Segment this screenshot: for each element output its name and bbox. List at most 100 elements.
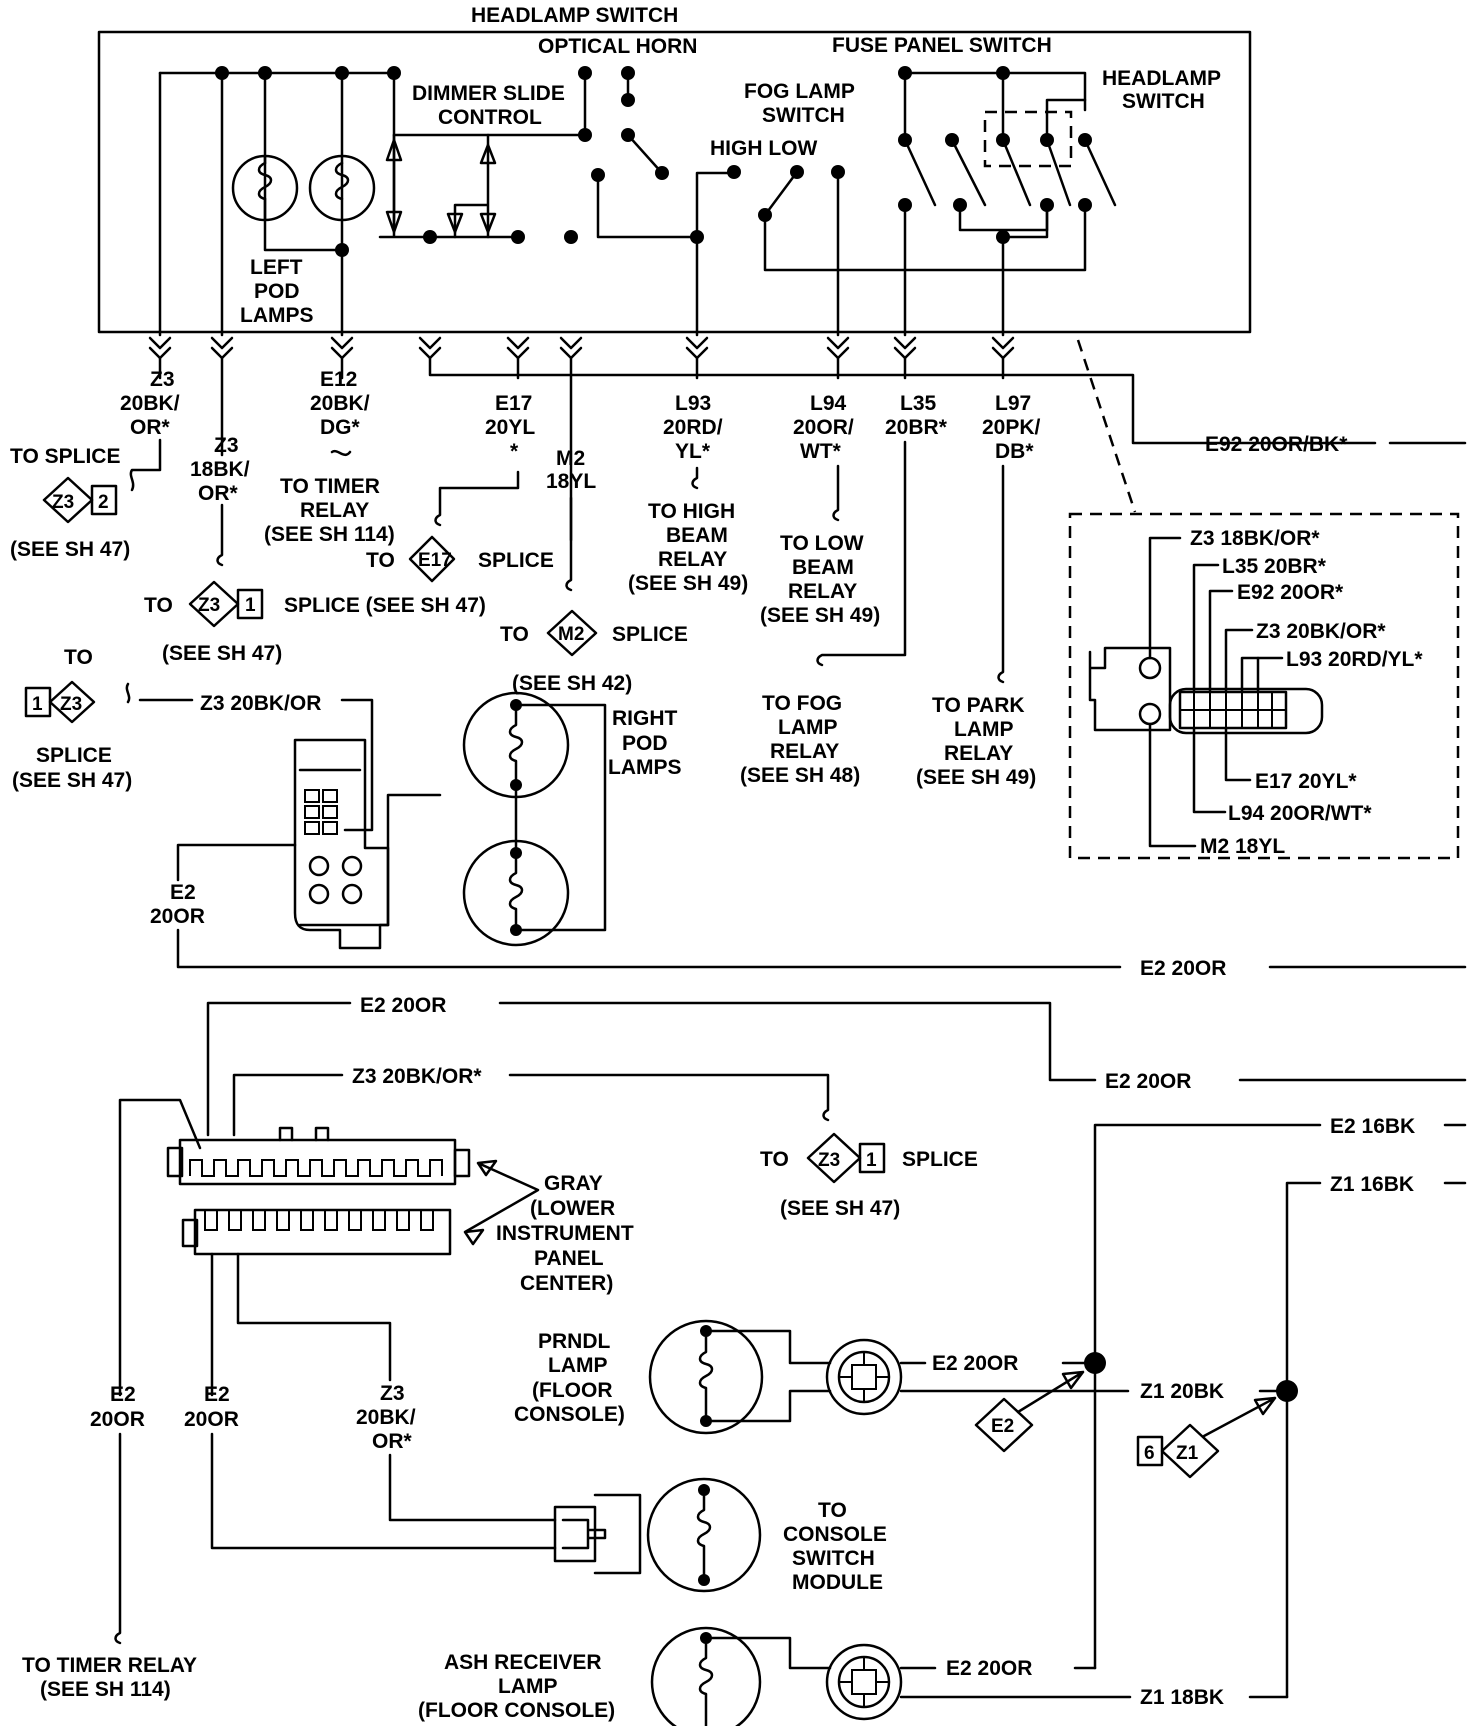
z1-ground-junction	[1276, 1380, 1298, 1402]
svg-text:1: 1	[866, 1150, 877, 1171]
wire-l93-2: 20RD/	[663, 416, 723, 439]
pin-e17: E17 20YL*	[1255, 770, 1357, 793]
wire-e17-1: E17	[495, 392, 532, 415]
to-park-lamp-2: LAMP	[954, 718, 1014, 741]
svg-text:Z3: Z3	[198, 595, 220, 616]
wire-z3-20bk-3: OR*	[130, 416, 171, 439]
wire-l93-1: L93	[675, 392, 711, 415]
right-pod-lamps-3: LAMPS	[608, 756, 682, 779]
to-z3-left-label: TO	[64, 646, 93, 669]
wire-m2-1: M2	[556, 447, 585, 470]
headlamp-switch-label-2: SWITCH	[1122, 90, 1205, 113]
to-m2-label: TO	[500, 623, 529, 646]
e2-20or-lower-b: E2 20OR	[1105, 1070, 1191, 1093]
high-low-label: HIGH LOW	[710, 137, 817, 160]
wire-l94-3: WT*	[800, 440, 842, 463]
svg-text:1: 1	[32, 694, 43, 715]
prndl-4: CONSOLE)	[514, 1403, 625, 1426]
left-pod-lamp-2	[308, 154, 376, 222]
svg-text:Z3: Z3	[60, 694, 82, 715]
pin-z3-18bk: Z3 18BK/OR*	[1190, 527, 1320, 550]
wire-z3-20bk-1: Z3	[150, 368, 175, 391]
splice-z3-2-symbol: Z3 2	[42, 476, 118, 524]
to-fog-lamp-2: LAMP	[778, 716, 838, 739]
pin-l93: L93 20RD/YL*	[1286, 648, 1423, 671]
wire-z3-20bk-2: 20BK/	[120, 392, 180, 415]
see-sh-47-a: (SEE SH 47)	[10, 538, 130, 561]
wire-z3-18bk-2: 18BK/	[190, 458, 250, 481]
prndl-2: LAMP	[548, 1354, 608, 1377]
e2-split-1: E2	[170, 881, 196, 904]
to-low-beam-1: TO LOW	[780, 532, 864, 555]
svg-text:M2: M2	[558, 624, 584, 645]
wire-exit-arrows	[148, 336, 1015, 360]
to-z3-lower-label: TO	[760, 1148, 789, 1171]
to-z3-1-label: TO	[144, 594, 173, 617]
wire-l93-3: YL*	[675, 440, 711, 463]
to-timer-relay-3: (SEE SH 114)	[264, 523, 395, 546]
z3-20bk-or-plain: Z3 20BK/OR	[200, 692, 321, 715]
z3-split-3: OR*	[372, 1430, 413, 1453]
to-console-1: TO	[818, 1499, 847, 1522]
wire-l94-1: L94	[810, 392, 847, 415]
z1-18bk: Z1 18BK	[1140, 1686, 1224, 1709]
e2-ground-junction	[1084, 1352, 1106, 1374]
e2-20or-lower-a: E2 20OR	[360, 994, 446, 1017]
to-e17-label: TO	[366, 549, 395, 572]
svg-text:2: 2	[98, 492, 109, 513]
svg-text:E2: E2	[991, 1416, 1014, 1437]
dimmer-slide-label-2: CONTROL	[438, 106, 542, 129]
gray-connector-lower	[181, 1208, 452, 1256]
svg-text:6: 6	[1144, 1443, 1155, 1464]
prndl-3: (FLOOR	[532, 1379, 612, 1402]
to-park-lamp-3: RELAY	[944, 742, 1013, 765]
right-pod-connector	[293, 738, 390, 950]
to-high-beam-4: (SEE SH 49)	[628, 572, 748, 595]
svg-text:Z3: Z3	[52, 492, 74, 513]
splice-z3-lower-symbol: Z3 1	[806, 1132, 886, 1184]
optical-horn-label: OPTICAL HORN	[538, 35, 697, 58]
see-sh-47-d: (SEE SH 47)	[780, 1197, 900, 1220]
to-timer-relay-2: RELAY	[300, 499, 369, 522]
wire-e17-2: 20YL	[485, 416, 535, 439]
splice-e17-symbol: E17	[408, 535, 456, 583]
to-console-2: CONSOLE	[783, 1523, 887, 1546]
fog-lamp-switch-label-1: FOG LAMP	[744, 80, 855, 103]
to-high-beam-1: TO HIGH	[648, 500, 735, 523]
console-switch-lamp	[646, 1477, 762, 1593]
left-pod-lamp-1	[231, 154, 299, 222]
junction-dots-top	[215, 66, 1092, 257]
to-high-beam-2: BEAM	[666, 524, 728, 547]
ash-receiver-2: LAMP	[498, 1675, 558, 1698]
splice-m2-symbol: M2	[546, 609, 598, 657]
pin-e92: E92 20OR*	[1237, 581, 1344, 604]
to-low-beam-2: BEAM	[792, 556, 854, 579]
to-timer-relay-bottom-2: (SEE SH 114)	[40, 1678, 171, 1701]
to-park-lamp-1: TO PARK	[932, 694, 1025, 717]
dimmer-slide-control	[378, 133, 522, 239]
connector-detail: Z3 18BK/OR* L35 20BR* E92 20OR* Z3 20BK/…	[1068, 512, 1460, 860]
wire-l35-2: 20BR*	[885, 416, 948, 439]
gray-1: GRAY	[544, 1172, 603, 1195]
wire-e17-3: *	[510, 440, 519, 463]
dimmer-slide-label-1: DIMMER SLIDE	[412, 82, 565, 105]
ash-receiver-3: (FLOOR CONSOLE)	[418, 1699, 615, 1722]
gray-connector-upper	[166, 1126, 471, 1186]
splice-1-z3-symbol: 1 Z3	[24, 680, 96, 724]
z1-16bk: Z1 16BK	[1330, 1173, 1414, 1196]
right-pod-lamps-1: RIGHT	[612, 707, 678, 730]
wire-l97-2: 20PK/	[982, 416, 1041, 439]
prndl-lamp	[648, 1319, 832, 1435]
z3-splice-see-sh-47: SPLICE (SEE SH 47)	[284, 594, 486, 617]
wire-l97-3: DB*	[995, 440, 1034, 463]
right-pod-lamp-1	[462, 691, 570, 799]
wire-z3-18bk-1: Z3	[214, 434, 239, 457]
z3-split-2: 20BK/	[356, 1406, 416, 1429]
to-fog-lamp-1: TO FOG	[762, 692, 842, 715]
to-splice-label: TO SPLICE	[10, 445, 120, 468]
wire-l97-1: L97	[995, 392, 1031, 415]
svg-text:E17: E17	[418, 550, 452, 571]
wire-m2-2: 18YL	[546, 470, 596, 493]
splice-e2-symbol: E2	[974, 1370, 1085, 1453]
